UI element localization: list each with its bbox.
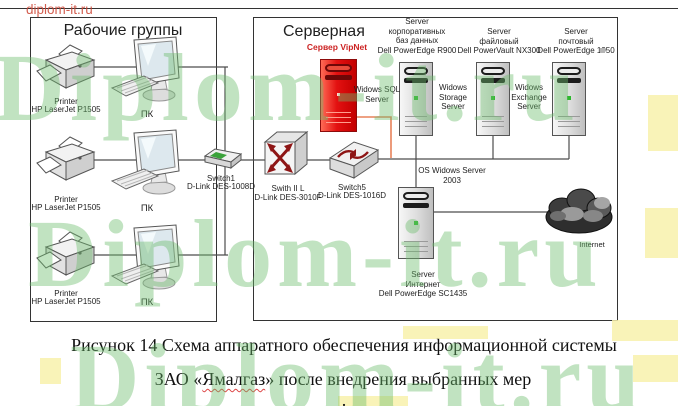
- vipnet-server-tower: [320, 59, 357, 132]
- printer-model-label: HP LaserJet P1505: [31, 203, 101, 212]
- watermark-corner: diplom-it.ru: [26, 2, 93, 17]
- pc-icon: [110, 129, 180, 195]
- highlight-patch: [338, 396, 408, 406]
- highlight-patch: [40, 358, 61, 384]
- spellcheck-word: Ямалгаз: [202, 369, 266, 389]
- highlight-patch: [645, 208, 678, 258]
- mail-server-label: Server почтовый Dell PowerEdge 1950: [537, 27, 615, 55]
- pc-label: ПК: [140, 109, 154, 120]
- internet-server-label: Server Интернет Dell PowerEdge SC1435: [378, 270, 468, 298]
- db-server-label: Server корпоративных баз данных Dell Pow…: [377, 17, 457, 55]
- file-server-tower: [476, 62, 510, 136]
- switch-l2-model-label: D-Link DES-3010F: [254, 193, 322, 202]
- pc-label: ПК: [140, 203, 154, 214]
- figure-caption-line2: ЗАО «Ямалгаз» после внедрения выбранных …: [154, 369, 532, 389]
- switch1-label: Switch1: [206, 174, 236, 183]
- server-room-title: Серверная: [283, 23, 365, 40]
- top-rule: [0, 8, 678, 9]
- switch5-model-label: D-Link DES-1016D: [317, 191, 387, 200]
- highlight-patch: [403, 326, 488, 339]
- printer-model-label: HP LaserJet P1505: [31, 297, 101, 306]
- printer-model-label: HP LaserJet P1505: [31, 105, 101, 114]
- vipnet-server-label: Сервер VipNet: [306, 42, 368, 52]
- printer-icon: [36, 136, 96, 181]
- switch-l2-label: Swith II L: [271, 184, 305, 193]
- switch-l2-icon: [263, 130, 309, 176]
- file-server-label: Server файловый Dell PowerVault NX300: [457, 27, 541, 55]
- pc-icon: [110, 36, 180, 102]
- switch5-icon: [328, 141, 380, 179]
- vipnet-link-line: [357, 116, 392, 158]
- internet-server-tower: [398, 187, 434, 259]
- highlight-patch: [648, 95, 678, 151]
- printer-label: Printer: [54, 195, 78, 204]
- pc-icon: [110, 224, 180, 290]
- exchange-os-label: Widows Exchange Server: [511, 83, 547, 111]
- storage-os-label: Widows Storage Server: [438, 83, 468, 111]
- highlight-patch: [633, 355, 678, 382]
- workgroups-title: Рабочие группы: [63, 22, 183, 39]
- printer-label: Printer: [54, 289, 78, 298]
- db-server-tower: [399, 62, 433, 136]
- switch5-label: Switch5: [337, 183, 367, 192]
- switch1-icon: [203, 148, 243, 170]
- highlight-patch: [612, 320, 678, 341]
- resize-handle: [600, 48, 605, 53]
- sql-os-label: Widows SQL Server: [353, 85, 401, 104]
- printer-icon: [36, 231, 96, 276]
- switch1-model-label: D-Link DES-1008D: [186, 182, 256, 191]
- printer-icon: [36, 44, 96, 89]
- caption-period: .: [341, 390, 347, 406]
- mail-server-tower: [552, 62, 586, 136]
- internet-cloud-label: Internet: [579, 240, 605, 249]
- internet-cloud-icon: [545, 188, 613, 234]
- figure-caption-line1: Рисунок 14 Схема аппаратного обеспечения…: [71, 335, 617, 355]
- printer-label: Printer: [54, 97, 78, 106]
- pc-label: ПК: [140, 297, 154, 308]
- internet-os-label: OS Widows Server 2003: [418, 166, 486, 185]
